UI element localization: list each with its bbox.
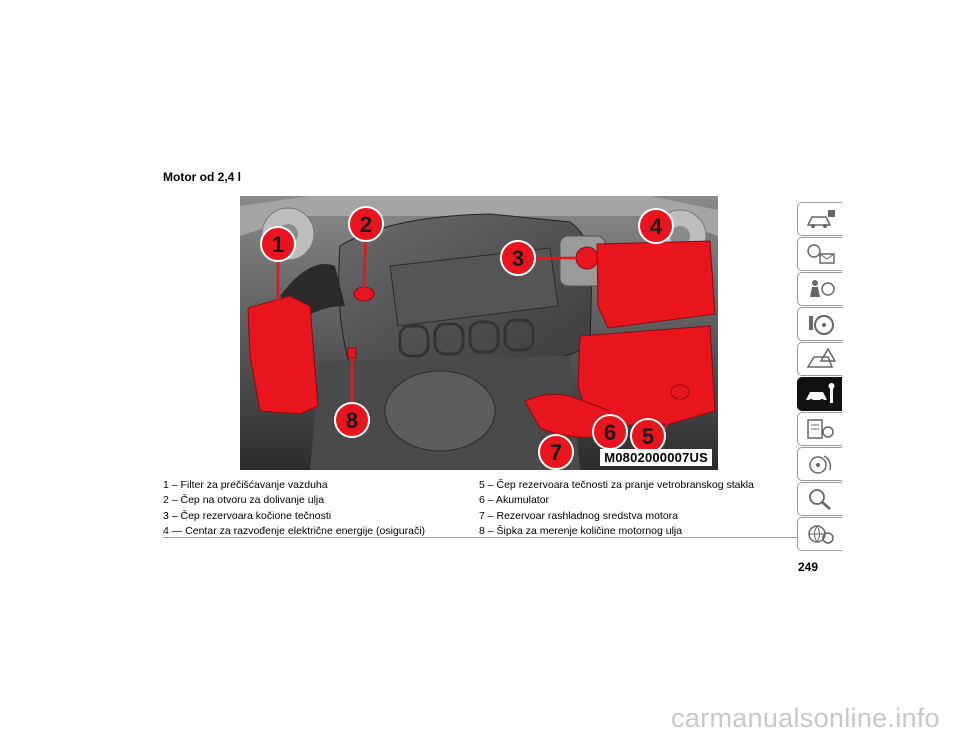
tab-index[interactable]: [797, 482, 842, 516]
dipstick-highlight: [347, 347, 357, 359]
legend-item: 5 – Čep rezervoara tečnosti za pranje ve…: [479, 479, 754, 491]
callout-7: 7: [550, 440, 562, 465]
language-icon: [808, 525, 834, 544]
callout-1: 1: [272, 232, 284, 257]
tab-multimedia[interactable]: [797, 447, 842, 481]
legend-item: 4 — Centar za razvođenje električne ener…: [163, 525, 426, 538]
callout-2: 2: [360, 212, 372, 237]
tab-safety[interactable]: [797, 272, 842, 306]
callout-6: 6: [604, 420, 616, 445]
tab-starting-operating[interactable]: [797, 307, 842, 341]
tab-servicing-maintenance[interactable]: [797, 377, 842, 411]
maintenance-schedule-icon: [807, 419, 834, 439]
callout-4: 4: [650, 214, 663, 239]
legend-item: 7 – Rezervoar rashladnog sredstva motora: [479, 509, 679, 522]
tab-car-info[interactable]: [797, 202, 842, 236]
safety-airbag-icon: [810, 280, 835, 297]
watermark: carmanualsonline.info: [671, 703, 940, 733]
legend-item: 3 – Čep rezervoara kočione tečnosti: [163, 509, 332, 522]
car-service-wrench-icon: [806, 383, 835, 403]
tab-language[interactable]: [797, 517, 842, 551]
legend-left-column: 1 – Filter za prečišćavanje vazduha 2 – …: [163, 478, 425, 540]
legend-divider: [163, 537, 840, 538]
section-title: Motor od 2,4 l: [163, 170, 241, 184]
legend-right-column: 5 – Čep rezervoara tečnosti za pranje ve…: [479, 478, 754, 540]
engine-compartment-figure: 1 2 3 4 5 6 7 8 M0802000007US: [240, 196, 718, 470]
engine-illustration: 1 2 3 4 5 6 7 8: [240, 196, 718, 470]
multimedia-icon: [809, 455, 832, 474]
steering-wheel-icon: [809, 315, 834, 335]
figure-code: M0802000007US: [600, 449, 712, 466]
brake-fluid-cap-highlight: [575, 246, 599, 270]
callout-8: 8: [346, 408, 358, 433]
warning-message-icon: [807, 244, 835, 264]
callout-5: 5: [642, 424, 654, 449]
page-number: 249: [798, 560, 819, 574]
index-search-icon: [809, 489, 831, 510]
battery-highlight: [577, 325, 716, 427]
callout-3: 3: [512, 246, 524, 271]
tab-emergency[interactable]: [797, 342, 842, 376]
legend-item: 2 – Čep na otvoru za dolivanje ulja: [163, 494, 325, 507]
car-info-icon: [806, 210, 835, 228]
roadside-emergency-icon: [806, 347, 837, 368]
legend-item: 8 – Šipka za merenje količine motornog u…: [479, 525, 683, 538]
air-filter-highlight: [247, 295, 319, 415]
legend-item: 6 – Akumulator: [479, 494, 550, 507]
legend-item: 1 – Filter za prečišćavanje vazduha: [163, 479, 328, 491]
tab-warnings[interactable]: [797, 237, 842, 271]
oil-cap-highlight: [353, 286, 375, 302]
tab-technical-specifications[interactable]: [797, 412, 842, 446]
